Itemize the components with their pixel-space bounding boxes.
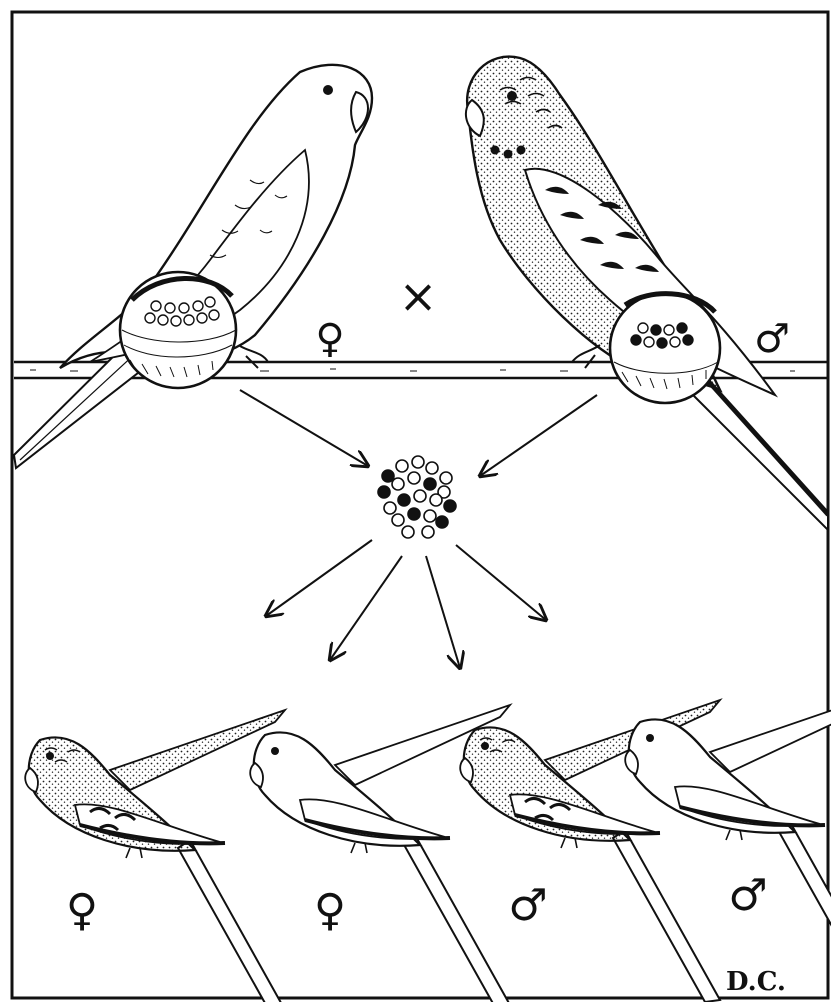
father-sex-symbol: ♂ bbox=[754, 316, 790, 362]
dark-gamete bbox=[378, 486, 390, 498]
artist-signature: D.C. bbox=[726, 967, 786, 997]
dark-gamete bbox=[398, 494, 410, 506]
mother-sex-symbol: ♀ bbox=[315, 316, 344, 362]
light-gamete bbox=[392, 514, 404, 526]
light-gamete bbox=[430, 494, 442, 506]
offspring-4-sex-symbol: ♂ bbox=[728, 870, 767, 921]
dark-gamete bbox=[382, 470, 394, 482]
dark-gamete bbox=[436, 516, 448, 528]
light-gamete bbox=[396, 460, 408, 472]
light-gamete bbox=[392, 478, 404, 490]
light-gamete bbox=[440, 472, 452, 484]
offspring-2-sex-symbol: ♀ bbox=[314, 885, 346, 936]
light-gamete bbox=[424, 510, 436, 522]
light-gamete bbox=[426, 462, 438, 474]
dark-gamete bbox=[408, 508, 420, 520]
offspring-1-sex-symbol: ♀ bbox=[66, 885, 98, 936]
light-gamete bbox=[408, 472, 420, 484]
dark-gamete bbox=[424, 478, 436, 490]
offspring-3-sex-symbol: ♂ bbox=[508, 880, 547, 931]
light-gamete bbox=[422, 526, 434, 538]
light-gamete bbox=[384, 502, 396, 514]
light-gamete bbox=[412, 456, 424, 468]
light-gamete bbox=[414, 490, 426, 502]
dark-gamete bbox=[444, 500, 456, 512]
cross-symbol: × bbox=[399, 269, 438, 323]
light-gamete bbox=[402, 526, 414, 538]
